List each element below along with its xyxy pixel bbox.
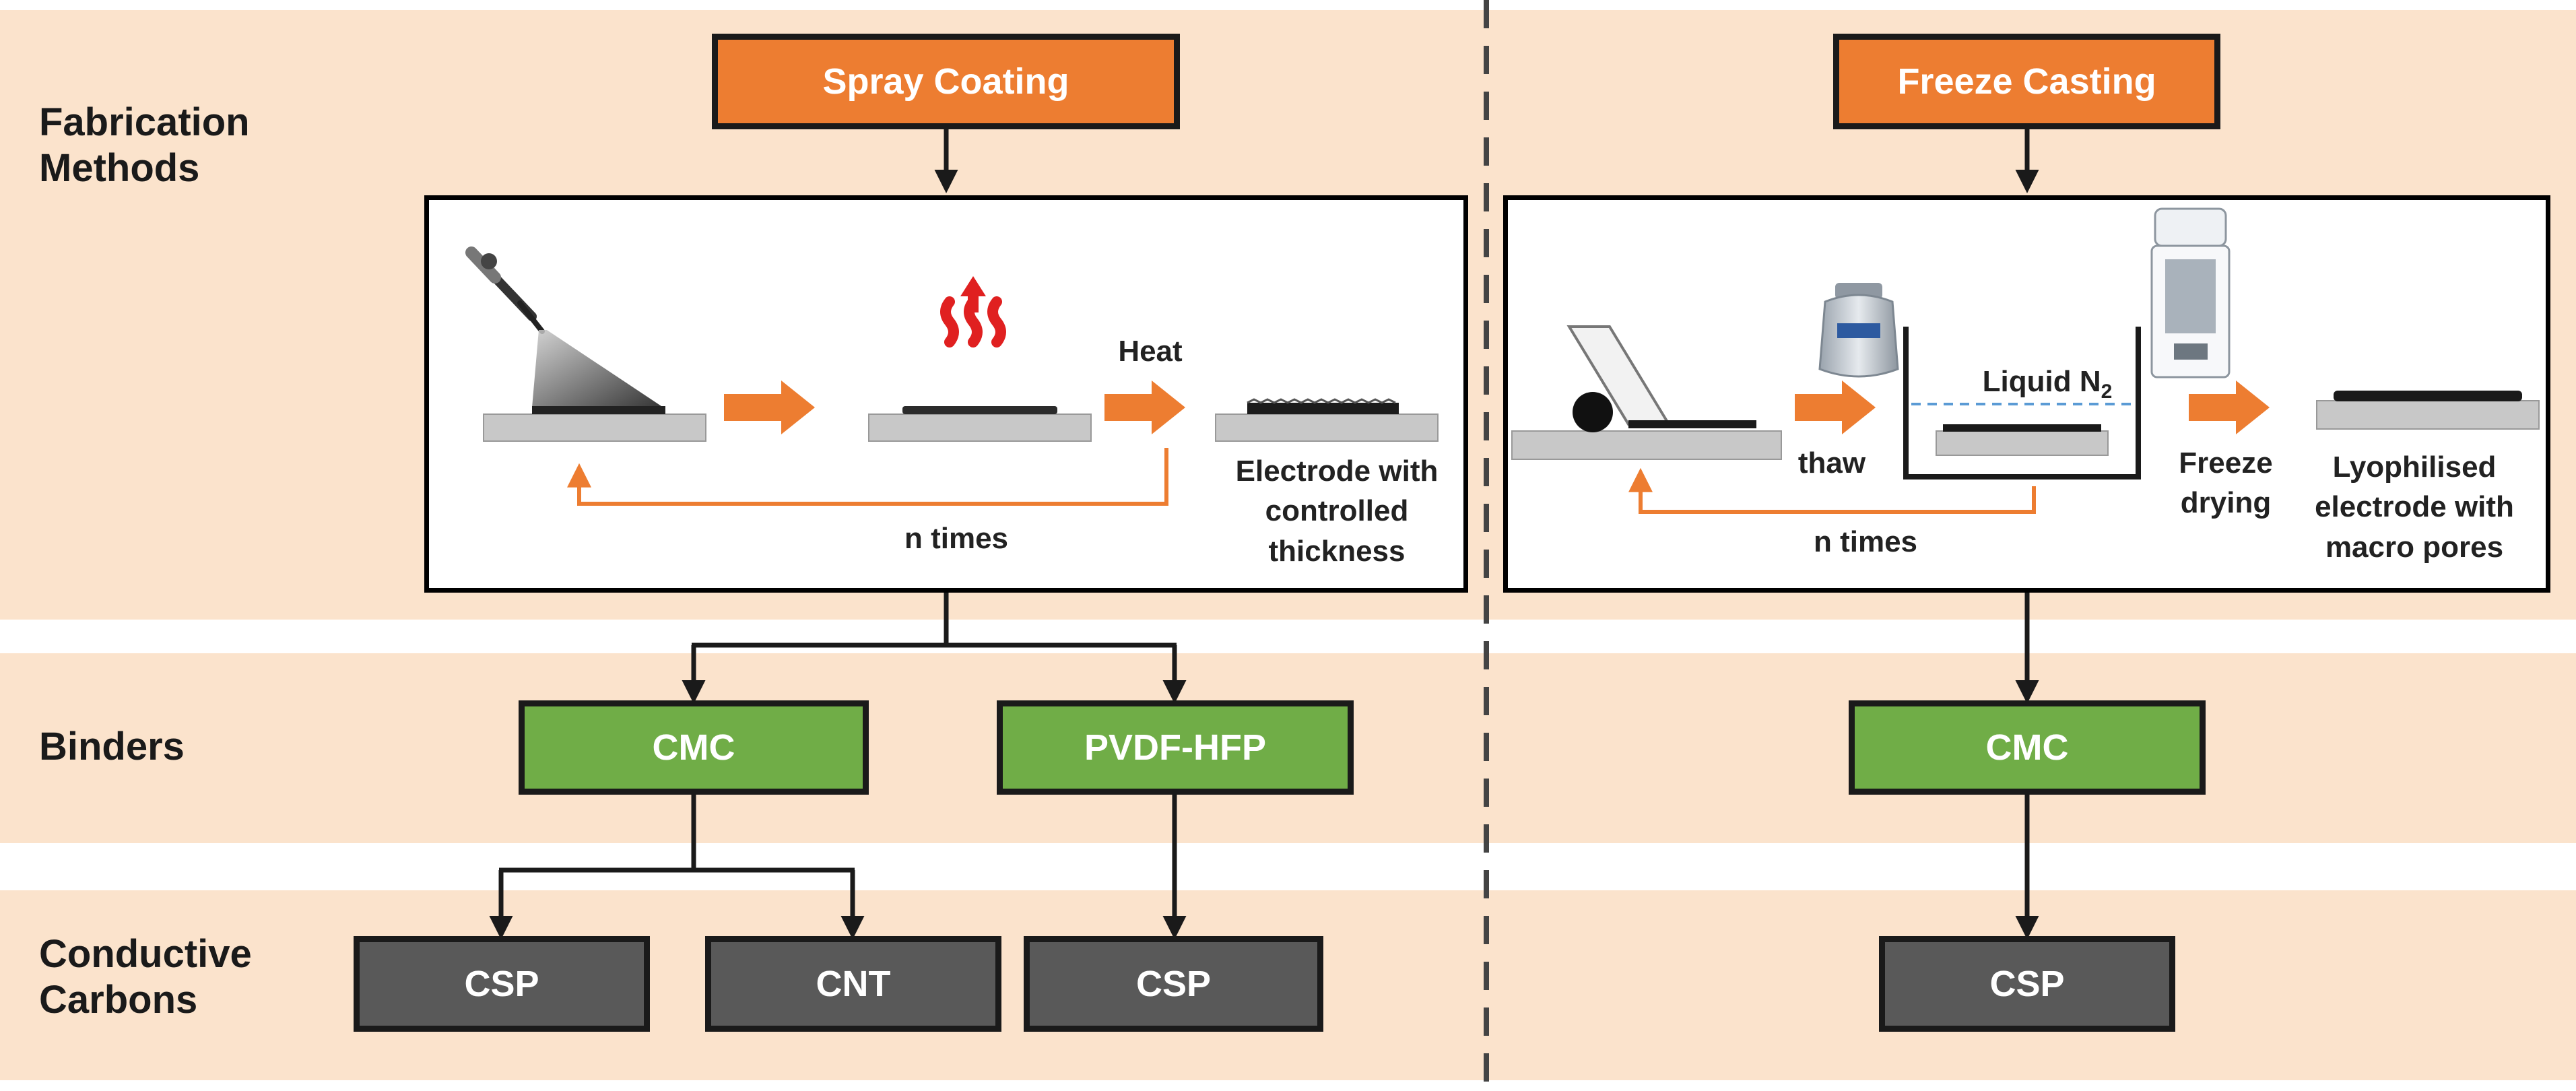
substrate-2 [868,414,1092,442]
liquid-n2-caption: Liquid N2 [1973,362,2121,405]
wet-layer [902,406,1057,414]
carbon-csp-pvdf: CSP [1024,936,1323,1032]
freeze-n-times-caption: n times [1813,525,1918,558]
substrate-1 [483,414,706,442]
liquid-n2-text: Liquid N [1982,365,2101,398]
conductive-carbons-label: Conductive Carbons [39,932,252,1022]
spray-coating-box: Spray Coating [712,34,1180,129]
dewar-icon [1818,283,1899,378]
freeze-result-caption: Lyophilised electrode with macro pores [2315,451,2514,564]
freeze-substrate-3 [2316,400,2540,430]
spray-repeat-arrow [567,448,1168,506]
freeze-substrate-2 [1936,430,2109,456]
freeze-repeat-arrow [1628,467,2036,514]
spray-binder-connector [682,593,1187,704]
liquid-n2-container [1903,327,2141,480]
freeze-casting-box: Freeze Casting [1833,34,2220,129]
cmc-carbon-connector [489,793,865,939]
doctor-blade-icon [1566,325,1756,432]
binder-cmc-freeze: CMC [1849,700,2206,795]
liquid-n2-subscript: 2 [2101,380,2113,403]
thaw-caption: thaw [1797,447,1866,480]
spray-cone [532,330,663,407]
binder-cmc-spray: CMC [519,700,869,795]
deposited-layer-1 [532,406,665,414]
lyophilised-electrode-layer [2334,391,2522,401]
spray-n-times-caption: n times [904,522,1009,555]
freeze-dryer-icon [2150,207,2231,378]
evaporation-up-arrow-icon [960,276,986,312]
controlled-electrode-layer [1247,403,1399,414]
carbon-csp-freeze: CSP [1879,936,2175,1032]
freeze-drying-caption: Freeze drying [2179,447,2273,520]
spray-step-arrow-2 [1104,381,1185,434]
airbrush-icon [465,246,545,334]
fabrication-methods-label: Fabrication Methods [39,100,250,190]
freeze-step-arrow-2 [2189,381,2270,434]
heat-caption: Heat [1118,335,1183,368]
binders-label: Binders [39,725,185,768]
substrate-3 [1215,414,1439,442]
freeze-substrate-1 [1511,430,1782,460]
binder-pvdf-hfp: PVDF-HFP [997,700,1354,795]
freeze-step-arrow-1 [1795,381,1876,434]
frozen-slurry-layer [1943,424,2101,432]
carbon-csp-cmc: CSP [354,936,650,1032]
spray-result-caption: Electrode with controlled thickness [1235,455,1439,568]
spray-step-arrow-1 [724,381,815,434]
carbon-cnt-cmc: CNT [705,936,1001,1032]
